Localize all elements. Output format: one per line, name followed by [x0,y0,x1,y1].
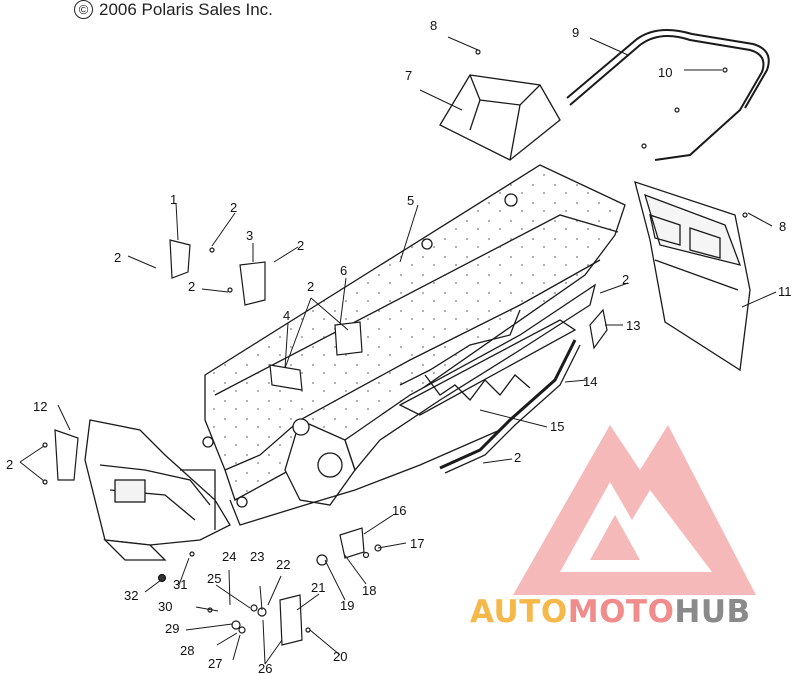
callout-14: 14 [583,374,597,389]
rear-bumper [566,29,770,161]
callout-2g: 2 [514,450,521,465]
callout-15: 15 [550,419,564,434]
callout-5: 5 [407,193,414,208]
callout-13: 13 [626,318,640,333]
callout-24: 24 [222,549,236,564]
callout-32: 32 [124,588,138,603]
callout-6: 6 [340,263,347,278]
callout-28: 28 [180,643,194,658]
callout-12: 12 [33,399,47,414]
callout-labels: 8 9 10 7 5 8 11 1 2 3 2 2 2 6 2 4 2 13 1… [6,18,792,675]
callout-17: 17 [410,536,424,551]
callout-8b: 8 [779,219,786,234]
watermark-text: AUTOMOTOHUB [470,594,751,630]
watermark-hub: HUB [674,594,750,630]
callout-1: 1 [170,192,177,207]
callout-2c: 2 [114,250,121,265]
small-brackets [42,49,748,646]
watermark-moto: MOTO [568,594,675,630]
front-frame [84,419,231,561]
chassis-tunnel [202,164,626,526]
callout-21: 21 [311,580,325,595]
rail-strips [439,339,581,474]
callout-2a: 2 [230,200,237,215]
leader-lines [19,36,777,665]
callout-29: 29 [165,621,179,636]
callout-11: 11 [778,284,792,299]
callout-16: 16 [392,503,406,518]
callout-8a: 8 [430,18,437,33]
callout-2f: 2 [622,272,629,287]
callout-2h: 2 [6,457,13,472]
callout-25: 25 [207,571,221,586]
callout-19: 19 [340,598,354,613]
callout-2b: 2 [297,238,304,253]
callout-23: 23 [250,549,264,564]
callout-22: 22 [276,557,290,572]
watermark-auto: AUTO [470,594,568,630]
copyright-symbol: © [74,0,93,19]
callout-9: 9 [572,25,579,40]
callout-30: 30 [158,599,172,614]
callout-10: 10 [658,65,672,80]
callout-20: 20 [333,649,347,664]
callout-27: 27 [208,656,222,671]
watermark-logo [513,425,756,595]
callout-31: 31 [173,577,187,592]
rear-panel [634,181,751,372]
callout-4: 4 [283,308,290,323]
callout-2d: 2 [188,279,195,294]
copyright-notice: © 2006 Polaris Sales Inc. [74,0,273,20]
callout-2e: 2 [307,279,314,294]
callout-7: 7 [405,68,412,83]
seat-bracket [439,74,561,161]
callout-18: 18 [362,583,376,598]
copyright-text: 2006 Polaris Sales Inc. [99,0,273,19]
callout-26: 26 [258,661,272,675]
callout-3: 3 [246,228,253,243]
